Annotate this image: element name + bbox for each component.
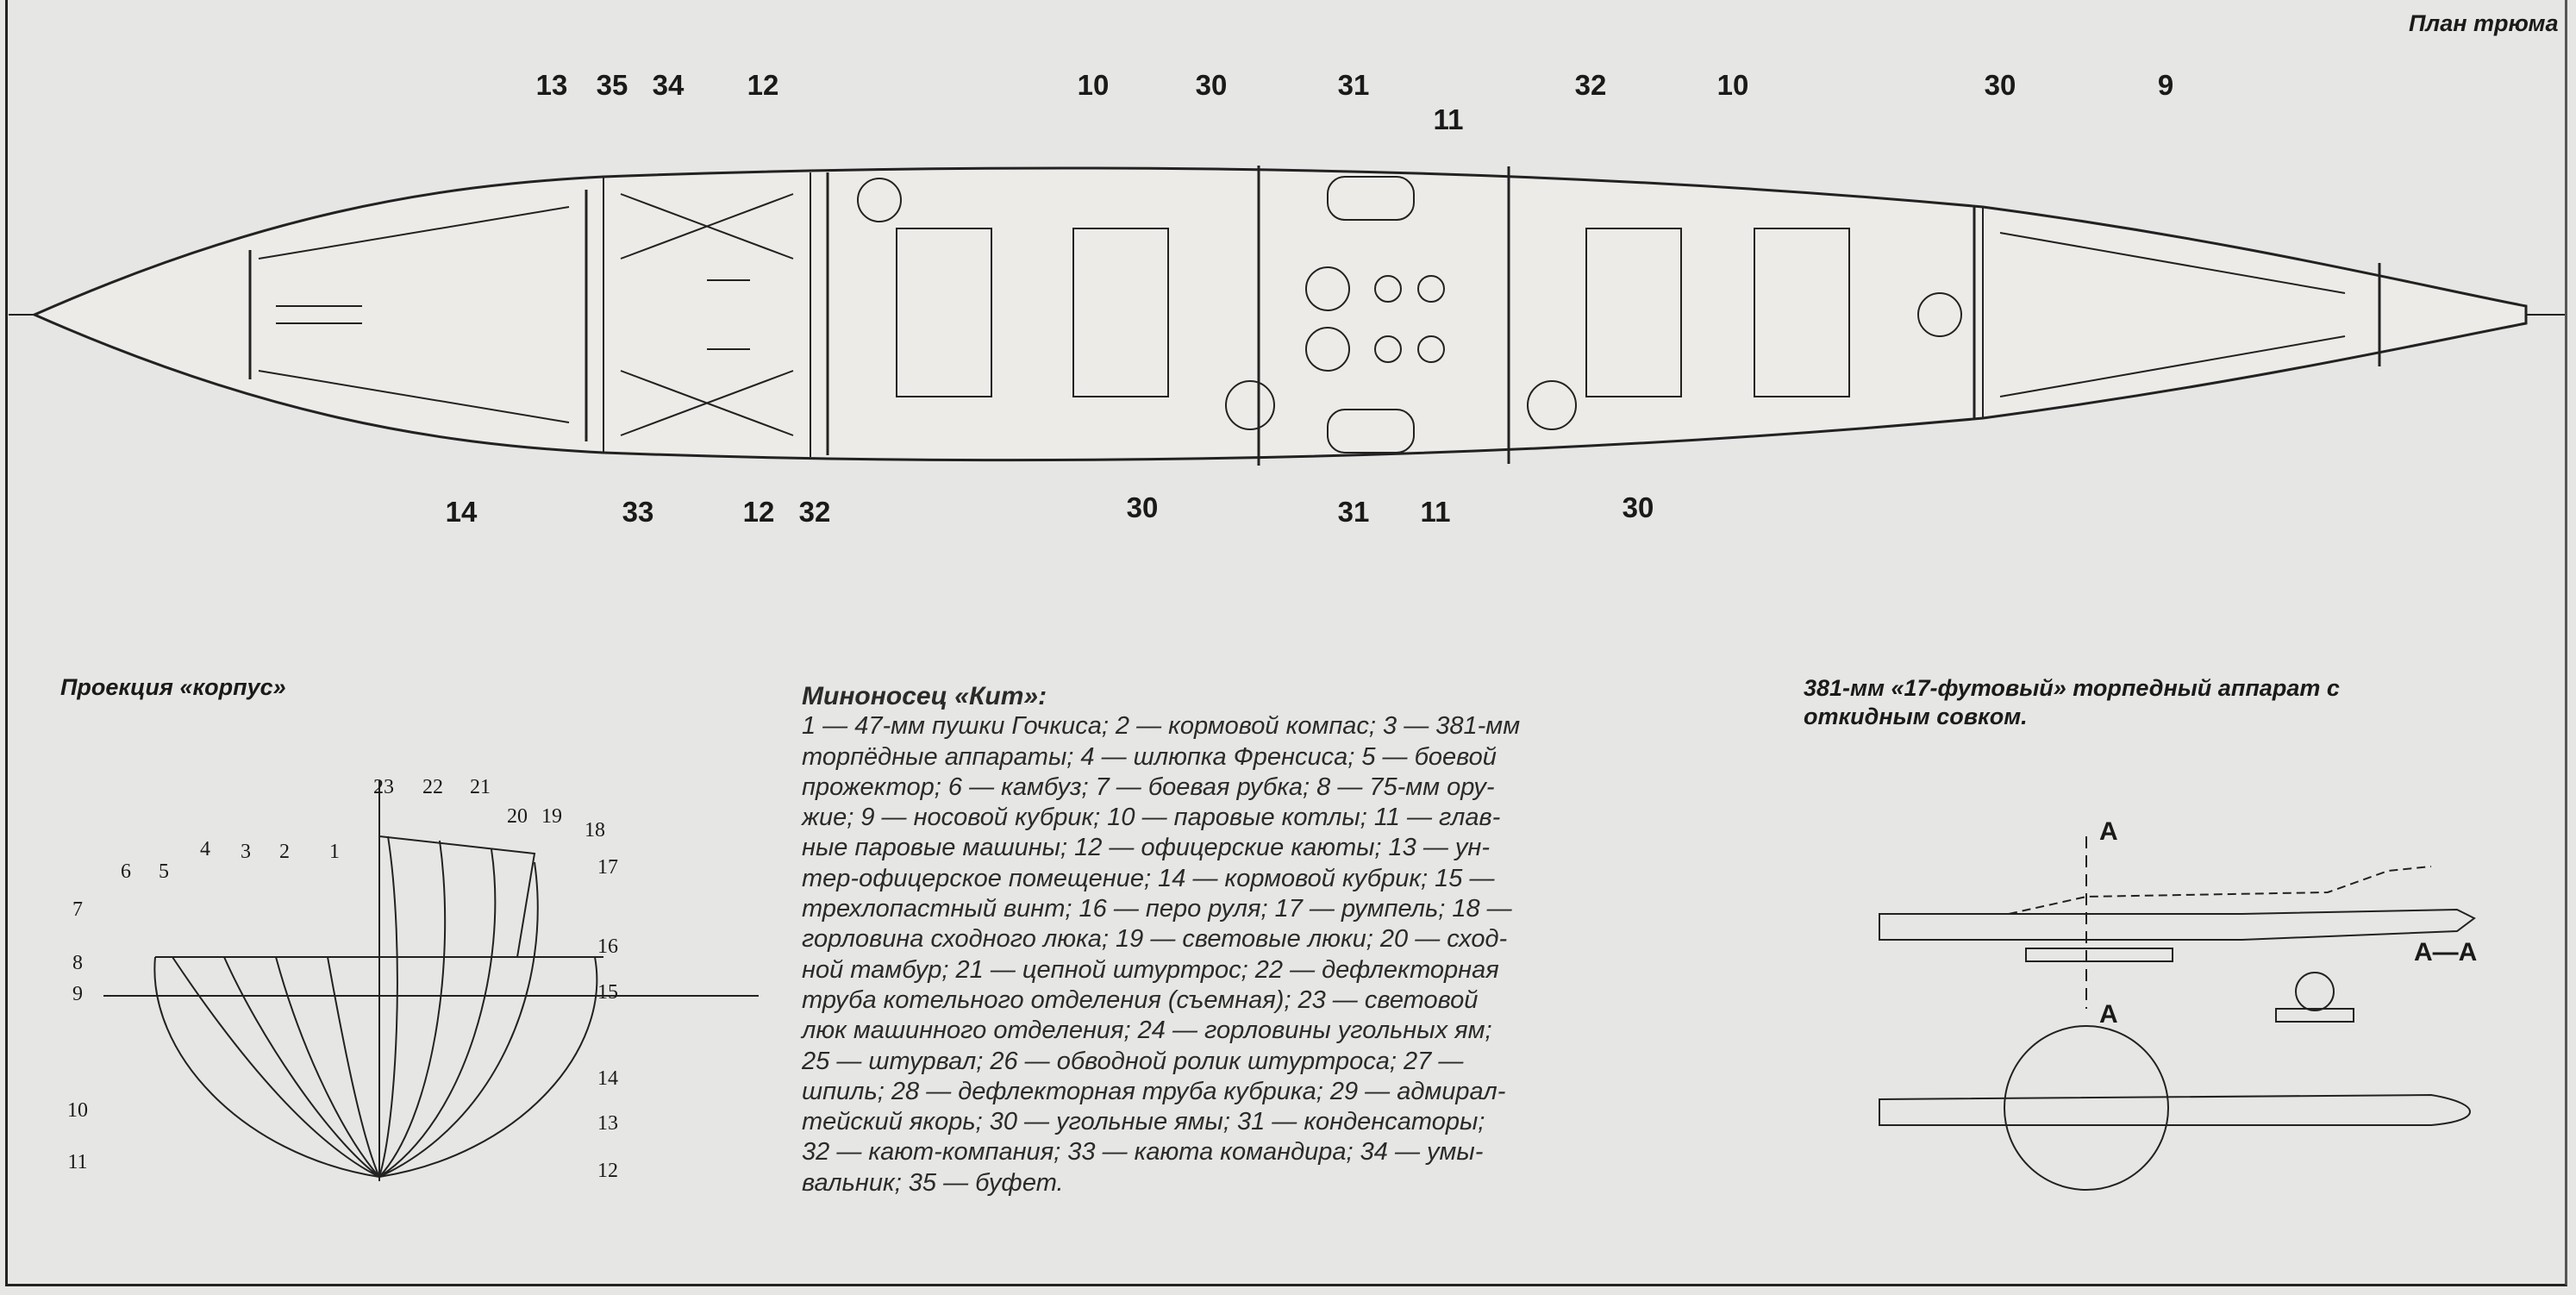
callout-label: 33	[622, 496, 654, 528]
caption-line: горловина сходного люка; 19 — световые л…	[802, 925, 1508, 954]
callout-label: 31	[1337, 496, 1370, 528]
station-label: 19	[541, 805, 562, 828]
station-label: 17	[597, 856, 618, 879]
callout-label: 30	[1622, 491, 1654, 523]
station-label: 10	[67, 1099, 88, 1122]
callout-label: 30	[1195, 69, 1228, 101]
station-label: 22	[422, 776, 443, 798]
page-frame	[5, 0, 2567, 1286]
station-label: 18	[585, 819, 605, 841]
section-label: A—A	[2414, 938, 2478, 967]
station-label: 20	[507, 805, 528, 828]
body-plan-drawing	[103, 780, 759, 1181]
station-label: 11	[67, 1151, 88, 1173]
caption-line: люк машинного отделения; 24 — горловины …	[802, 1017, 1492, 1045]
body-plan-title: Проекция «корпус»	[60, 674, 286, 700]
callout-label: 11	[1433, 103, 1464, 135]
caption-line: ной тамбур; 21 — цепной штуртрос; 22 — д…	[802, 955, 1499, 984]
station-label: 8	[72, 952, 83, 974]
torpedo-title: 381-мм «17-футовый» торпедный аппарат с …	[1804, 674, 2340, 731]
torpedo-title-line: откидным совком.	[1804, 704, 2028, 729]
callout-label: 10	[1077, 69, 1110, 101]
station-label: 1	[329, 841, 340, 863]
station-label: 13	[597, 1112, 618, 1135]
station-label: 21	[470, 776, 491, 798]
callout-label: 13	[535, 69, 568, 101]
caption-line: шпиль; 28 — дефлекторная труба кубрика; …	[802, 1077, 1506, 1105]
caption-heading: Миноносец «Кит»:	[802, 682, 1047, 710]
caption-line: вальник; 35 — буфет.	[802, 1168, 1064, 1197]
callout-label: 30	[1126, 491, 1159, 523]
caption-line: жие; 9 — носовой кубрик; 10 — паровые ко…	[802, 804, 1501, 832]
caption-line: тейский якорь; 30 — угольные ямы; 31 — к…	[802, 1108, 1485, 1136]
station-label: 5	[159, 860, 169, 883]
station-label: 12	[597, 1160, 618, 1182]
caption-line: прожектор; 6 — камбуз; 7 — боевая рубка;…	[802, 773, 1495, 801]
torpedo-tube-drawing	[1879, 836, 2476, 1191]
legend-caption: Миноносец «Кит»: 1 — 47-мм пушки Гочкиса…	[802, 681, 1698, 1198]
station-label: 23	[373, 776, 394, 798]
caption-line: труба котельного отделения (съемная); 23…	[802, 985, 1479, 1014]
station-label: 2	[279, 841, 290, 863]
callout-label: 34	[652, 69, 685, 101]
callout-label: 10	[1716, 69, 1749, 101]
callout-label: 12	[747, 69, 779, 101]
station-label: 14	[597, 1067, 618, 1090]
torpedo-title-line: 381-мм «17-футовый» торпедный аппарат с	[1804, 675, 2340, 701]
callout-label: 32	[1574, 69, 1607, 101]
caption-line: 1 — 47-мм пушки Гочкиса; 2 — кормовой ко…	[802, 712, 1521, 741]
station-label: 6	[121, 860, 131, 883]
callout-label: 30	[1984, 69, 2016, 101]
caption-line: ные паровые машины; 12 — офицерские кают…	[802, 834, 1491, 862]
station-label: 15	[597, 981, 618, 1004]
caption-line: трехлопастный винт; 16 — перо руля; 17 —…	[802, 895, 1512, 923]
callout-label: 35	[596, 69, 628, 101]
station-label: 4	[200, 838, 210, 860]
callout-label: 11	[1420, 496, 1451, 528]
callout-label: 32	[798, 496, 831, 528]
hold-plan-drawing	[9, 166, 2565, 466]
station-label: 16	[597, 935, 618, 958]
station-label: 7	[72, 898, 83, 921]
station-label: 3	[241, 841, 251, 863]
caption-line: тер-офицерское помещение; 14 — кормовой …	[802, 864, 1495, 892]
caption-line: торпёдные аппараты; 4 — шлюпка Френсиса;…	[802, 742, 1497, 771]
callout-label: 14	[445, 496, 478, 528]
callout-label: 12	[742, 496, 775, 528]
callout-label: 9	[2157, 69, 2174, 101]
section-mark-bottom: A	[2099, 1000, 2118, 1029]
callout-label: 31	[1337, 69, 1370, 101]
caption-line: 32 — кают-компания; 33 — каюта командира…	[802, 1138, 1484, 1167]
station-label: 9	[72, 983, 83, 1005]
plan-title: План трюма	[2409, 10, 2559, 36]
caption-line: 25 — штурвал; 26 — обводной ролик штуртр…	[802, 1047, 1464, 1075]
section-mark-top: A	[2099, 817, 2118, 846]
